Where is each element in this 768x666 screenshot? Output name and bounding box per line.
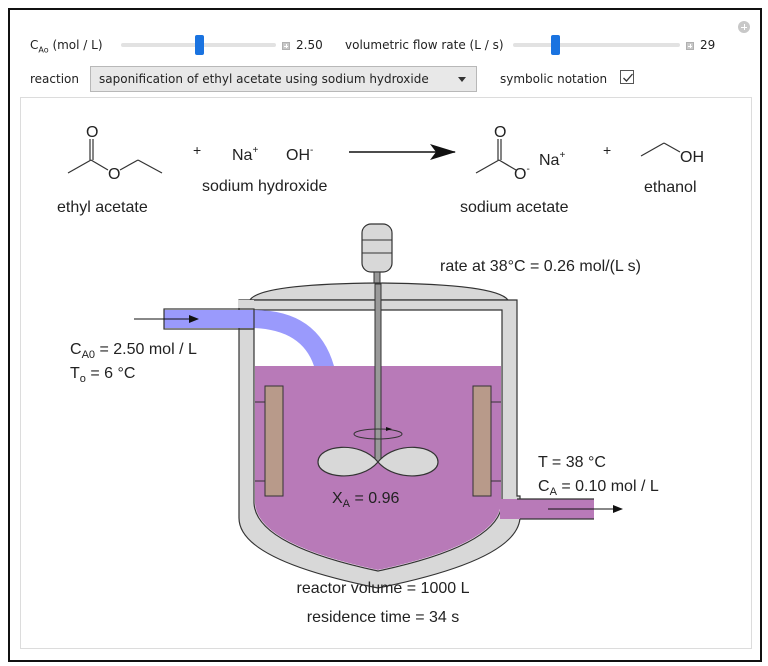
right-baffle xyxy=(472,385,501,497)
sodium-acetate-o-top: O xyxy=(494,124,506,141)
flow-label: volumetric flow rate (L / s) xyxy=(345,38,504,52)
bond xyxy=(475,159,500,174)
ethanol-name: ethanol xyxy=(644,179,697,196)
left-baffle xyxy=(255,385,284,497)
sodium-symbol: Na+ xyxy=(232,145,258,164)
bond xyxy=(498,159,517,171)
ca0-slider-thumb[interactable] xyxy=(194,35,204,55)
add-icon[interactable] xyxy=(738,21,750,33)
outlet-temperature: T = 38 °C xyxy=(538,454,606,471)
sodium-acetate-o-mid: O- xyxy=(514,164,530,183)
reactor-liquid xyxy=(255,366,501,570)
flow-value: 29 xyxy=(700,38,716,52)
flow-slider[interactable] xyxy=(513,35,680,55)
residence-time-text: residence time = 34 s xyxy=(307,609,460,626)
ethanol-structure xyxy=(640,142,681,157)
outlet-concentration: CA = 0.10 mol / L xyxy=(538,478,659,498)
reaction-arrow-head xyxy=(430,144,456,160)
ethanol-oh: OH xyxy=(680,149,704,166)
flow-slider-track[interactable] xyxy=(513,43,680,47)
reactor-volume-text: reactor volume = 1000 L xyxy=(297,580,470,597)
sodium-acetate-name: sodium acetate xyxy=(460,199,569,216)
inlet-concentration: CA0 = 2.50 mol / L xyxy=(70,341,197,361)
ca0-label-sub: Ao xyxy=(38,45,49,55)
ca0-value: 2.50 xyxy=(296,38,323,52)
motor-icon xyxy=(361,223,393,285)
flow-slider-thumb[interactable] xyxy=(550,35,560,55)
sodium-acetate-structure xyxy=(475,139,517,174)
ca0-expand-icon[interactable] xyxy=(282,42,290,50)
bond xyxy=(137,159,163,174)
ca0-label-main: C xyxy=(30,38,39,52)
ethyl-acetate-o-mid: O xyxy=(108,166,120,183)
inlet-temperature: To = 6 °C xyxy=(70,365,135,385)
bond xyxy=(640,142,665,157)
reaction-label: reaction xyxy=(30,72,79,86)
bond xyxy=(119,159,139,171)
reaction-dropdown[interactable]: saponification of ethyl acetate using so… xyxy=(90,66,477,92)
ca0-slider[interactable] xyxy=(121,35,276,55)
symbolic-notation-label: symbolic notation xyxy=(500,72,608,86)
ethyl-acetate-name: ethyl acetate xyxy=(57,199,148,216)
chevron-down-icon xyxy=(458,77,466,82)
symbolic-notation-checkbox[interactable] xyxy=(620,70,634,84)
ethyl-acetate-structure xyxy=(67,139,163,174)
impeller xyxy=(317,446,439,477)
hydroxide-symbol: OH- xyxy=(286,145,313,164)
sodium-hydroxide-name: sodium hydroxide xyxy=(202,178,328,195)
sodium-acetate-na: Na+ xyxy=(539,150,565,169)
checkmark-icon xyxy=(623,73,633,82)
plus-sign-1: + xyxy=(193,142,201,158)
bond xyxy=(67,159,92,174)
conversion-text: XA = 0.96 xyxy=(332,490,399,510)
flow-expand-icon[interactable] xyxy=(686,42,694,50)
agitator-shaft xyxy=(374,283,382,463)
outlet-pipe xyxy=(500,499,594,519)
ca0-label-unit: (mol / L) xyxy=(48,38,103,52)
inlet-pipe xyxy=(164,310,334,366)
bond xyxy=(663,142,681,153)
reaction-rate-text: rate at 38°C = 0.26 mol/(L s) xyxy=(440,258,641,275)
ethyl-acetate-o-top: O xyxy=(86,124,98,141)
reaction-dropdown-value: saponification of ethyl acetate using so… xyxy=(99,72,429,86)
rotation-arrow-icon xyxy=(353,427,403,440)
plus-sign-2: + xyxy=(603,142,611,158)
bond xyxy=(90,159,109,171)
ca0-label: CAo (mol / L) xyxy=(30,38,103,54)
